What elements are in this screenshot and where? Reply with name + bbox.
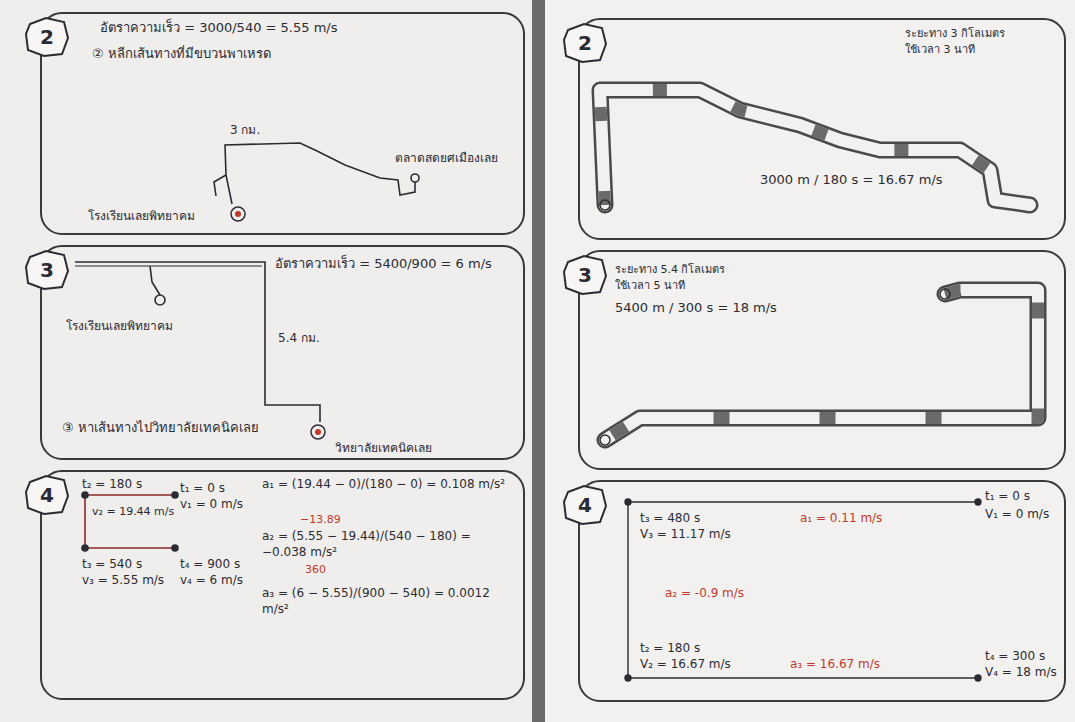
section-number: 4: [24, 474, 70, 516]
section-badge: 3: [24, 249, 70, 291]
section-badge: 4: [24, 474, 70, 516]
section-badge: 4: [562, 484, 608, 526]
handwritten-note: t₃ = 540 s: [82, 556, 142, 572]
note-panel: t₂ = 180 s v₂ = 19.44 m/s t₁ = 0 sv₁ = 0 m…: [40, 470, 525, 700]
section-badge: 2: [562, 22, 608, 64]
handwritten-note: a₃ = (6 − 5.55)/(900 − 540) = 0.0012 m/s…: [262, 585, 517, 617]
handwritten-note: t₂ = 180 s: [82, 476, 142, 492]
handwritten-note: t₃ = 480 s: [640, 510, 700, 526]
handwritten-note: t₂ = 180 s: [640, 640, 700, 656]
handwritten-note: โรงเรียนเลยพิทยาคม: [88, 208, 195, 224]
handwritten-note: t₁ = 0 s: [180, 480, 225, 496]
handwritten-note: V₃ = 11.17 m/s: [640, 526, 731, 542]
note-panel: อัตราความเร็ว = 5400/900 = 6 m/s โรงเรียน…: [40, 245, 525, 460]
handwritten-note: 5.4 กม.: [278, 330, 320, 346]
section-badge: 3: [562, 254, 608, 296]
handwritten-note: 5400 m / 300 s = 18 m/s: [615, 300, 777, 316]
note-panel: อัตราความเร็ว = 3000/540 = 5.55 m/s ② หลี…: [40, 12, 525, 235]
section-number: 3: [562, 254, 608, 296]
handwritten-note: V₄ = 18 m/s: [985, 664, 1057, 680]
handwritten-note: v₂ = 19.44 m/s: [92, 504, 174, 520]
handwritten-note: ระยะทาง 5.4 กิโลเมตร: [615, 262, 726, 278]
left-page: [0, 0, 532, 722]
red-note: −13.89: [300, 512, 341, 528]
red-note: a₃ = 16.67 m/s: [790, 656, 880, 672]
handwritten-note: a₂ = (5.55 − 19.44)/(540 − 180) = −0.038…: [262, 528, 517, 560]
red-note: a₁ = 0.11 m/s: [800, 510, 882, 526]
location-pin-dot: [315, 429, 321, 435]
handwritten-note: ใช้เวลา 5 นาที: [615, 278, 685, 294]
handwritten-note: v₃ = 5.55 m/s: [82, 572, 164, 588]
handwritten-note: 3000 m / 180 s = 16.67 m/s: [760, 172, 943, 188]
location-pin: [311, 425, 325, 439]
section-number: 3: [24, 249, 70, 291]
handwritten-note: v₁ = 0 m/s: [180, 496, 243, 512]
handwritten-note: t₁ = 0 s: [985, 488, 1030, 504]
red-note: a₂ = -0.9 m/s: [665, 585, 744, 601]
handwritten-note: อัตราความเร็ว = 5400/900 = 6 m/s: [275, 256, 492, 272]
handwritten-note: ใช้เวลา 3 นาที: [905, 42, 975, 58]
section-badge: 2: [24, 16, 70, 58]
route-map: [214, 143, 419, 204]
handwritten-note: วิทยาลัยเทคนิคเลย: [335, 440, 432, 456]
handwritten-note: 3 กม.: [230, 122, 260, 138]
handwritten-note: t₄ = 900 s: [180, 556, 240, 572]
handwritten-note: v₄ = 6 m/s: [180, 572, 243, 588]
road-drawing: [600, 289, 1038, 445]
red-note: 360: [305, 562, 326, 578]
note-panel: ระยะทาง 5.4 กิโลเมตรใช้เวลา 5 นาที 5400 m…: [578, 250, 1066, 470]
motion-graph: [82, 492, 178, 551]
location-pin-dot: [235, 211, 241, 217]
note-panel: t₃ = 480 sV₃ = 11.17 m/s a₁ = 0.11 m/s t₁ …: [578, 480, 1066, 702]
handwritten-note: อัตราความเร็ว = 3000/540 = 5.55 m/s: [100, 20, 338, 36]
handwritten-note: ② หลีกเส้นทางที่มีขบวนพาเหรด: [92, 46, 271, 62]
handwritten-note: ระยะทาง 3 กิโลเมตร: [905, 26, 1005, 42]
motion-graph: [625, 499, 981, 681]
section-number: 4: [562, 484, 608, 526]
handwritten-note: a₁ = (19.44 − 0)/(180 − 0) = 0.108 m/s²: [262, 476, 517, 492]
location-pin: [231, 207, 245, 221]
handwritten-note: ตลาดสดยศเมืองเลย: [395, 150, 498, 166]
handwritten-note: โรงเรียนเลยพิทยาคม: [66, 318, 173, 334]
page-gap: [532, 0, 545, 722]
route-map: [75, 262, 320, 422]
road-drawing: [600, 90, 1030, 210]
section-number: 2: [562, 22, 608, 64]
handwritten-note: ③ หาเส้นทางไปวิทยาลัยเทคนิคเลย: [62, 420, 259, 436]
handwritten-note: V₂ = 16.67 m/s: [640, 656, 731, 672]
right-page: [545, 0, 1075, 722]
handwritten-note: V₁ = 0 m/s: [985, 506, 1049, 522]
section-number: 2: [24, 16, 70, 58]
handwritten-note: t₄ = 300 s: [985, 648, 1045, 664]
note-panel: ระยะทาง 3 กิโลเมตรใช้เวลา 3 นาที 3000 m /…: [578, 18, 1066, 240]
